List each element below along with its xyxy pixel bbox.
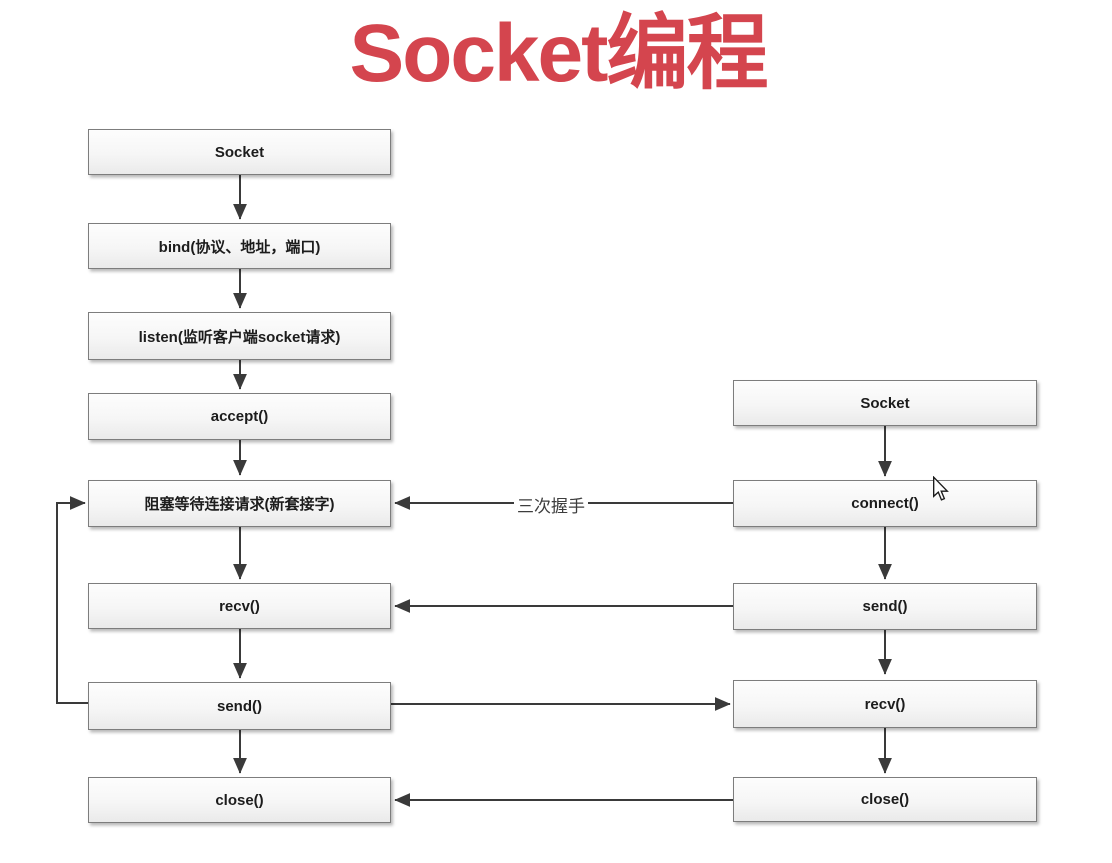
node-close-client: close() [733,777,1037,822]
node-block-wait: 阻塞等待连接请求(新套接字) [88,480,391,527]
node-send-server: send() [88,682,391,730]
node-socket-client: Socket [733,380,1037,426]
node-recv-server: recv() [88,583,391,629]
page-title: Socket编程 [349,8,769,99]
node-socket-server: Socket [88,129,391,175]
node-accept: accept() [88,393,391,440]
node-listen: listen(监听客户端socket请求) [88,312,391,360]
node-send-client: send() [733,583,1037,630]
node-close-server: close() [88,777,391,823]
node-bind: bind(协议、地址，端口) [88,223,391,269]
mouse-cursor-icon [933,476,949,501]
node-connect: connect() [733,480,1037,527]
node-recv-client: recv() [733,680,1037,728]
handshake-label: 三次握手 [514,492,588,517]
